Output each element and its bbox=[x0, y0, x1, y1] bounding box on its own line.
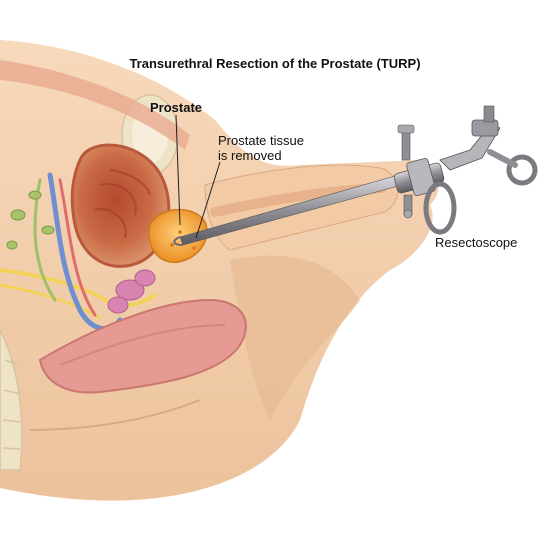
sacrum bbox=[0, 329, 23, 471]
leader-removed bbox=[195, 161, 221, 239]
label-resectoscope: Resectoscope bbox=[435, 235, 518, 250]
bladder-folds bbox=[94, 169, 151, 239]
label-tissue-removed: Prostate tissue is removed bbox=[218, 133, 304, 163]
resectoscope-instrument bbox=[173, 105, 538, 246]
lymph-nodes bbox=[6, 190, 55, 250]
seminal-vesicles bbox=[107, 269, 156, 314]
label-tissue-line2: is removed bbox=[218, 148, 282, 163]
prostate bbox=[148, 208, 208, 264]
leader-prostate bbox=[175, 114, 181, 226]
label-tissue-line1: Prostate tissue bbox=[218, 133, 304, 148]
label-prostate: Prostate bbox=[150, 100, 203, 115]
bladder bbox=[70, 143, 171, 268]
rectum bbox=[38, 298, 247, 394]
abdominal-wall bbox=[0, 60, 190, 150]
thigh-shading bbox=[230, 255, 360, 420]
perineum bbox=[29, 399, 201, 431]
diagram-title: Transurethral Resection of the Prostate … bbox=[129, 56, 421, 71]
